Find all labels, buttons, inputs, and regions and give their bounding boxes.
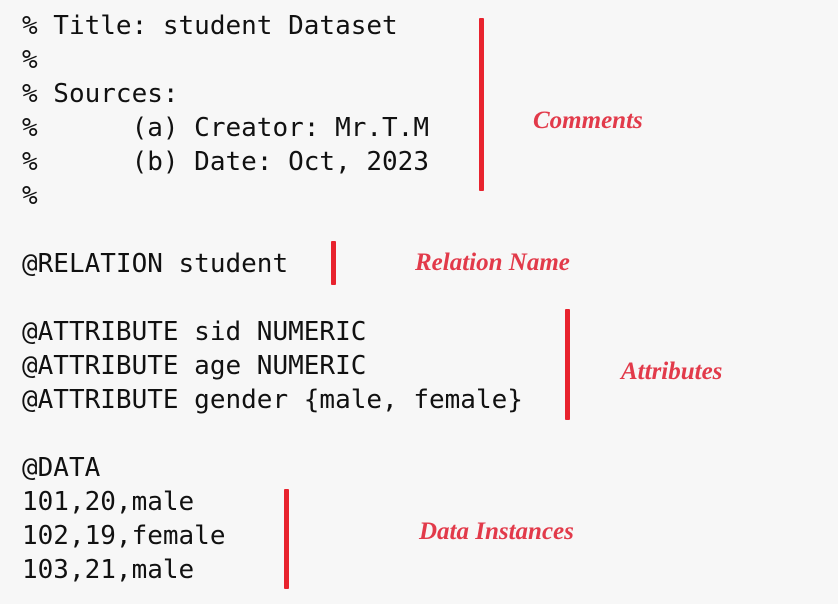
code-line-data-row-3: 103,21,male <box>22 555 195 585</box>
code-line-comment-blank-1: % <box>22 45 38 75</box>
code-line-sources: % Sources: <box>22 79 179 109</box>
code-line-data-row-1: 101,20,male <box>22 487 195 517</box>
code-line-relation: @RELATION student <box>22 249 289 279</box>
relation-bracket-bar <box>331 241 336 285</box>
code-line-date: % (b) Date: Oct, 2023 <box>22 147 429 177</box>
code-line-attribute-gender: @ATTRIBUTE gender {male, female} <box>22 385 523 415</box>
code-line-title: % Title: student Dataset <box>22 11 398 41</box>
code-line-creator: % (a) Creator: Mr.T.M <box>22 113 429 143</box>
data-instances-label: Data Instances <box>419 518 574 545</box>
attributes-bracket-bar <box>565 309 570 420</box>
comments-bracket-bar <box>479 18 484 191</box>
code-line-comment-blank-2: % <box>22 181 38 211</box>
attributes-label: Attributes <box>621 358 723 385</box>
code-line-attribute-sid: @ATTRIBUTE sid NUMERIC <box>22 317 367 347</box>
comments-label: Comments <box>533 107 643 134</box>
relation-name-label: Relation Name <box>415 249 570 276</box>
data-instances-bracket-bar <box>284 489 289 589</box>
code-line-data-row-2: 102,19,female <box>22 521 226 551</box>
code-line-attribute-age: @ATTRIBUTE age NUMERIC <box>22 351 367 381</box>
code-line-data-keyword: @DATA <box>22 453 101 483</box>
